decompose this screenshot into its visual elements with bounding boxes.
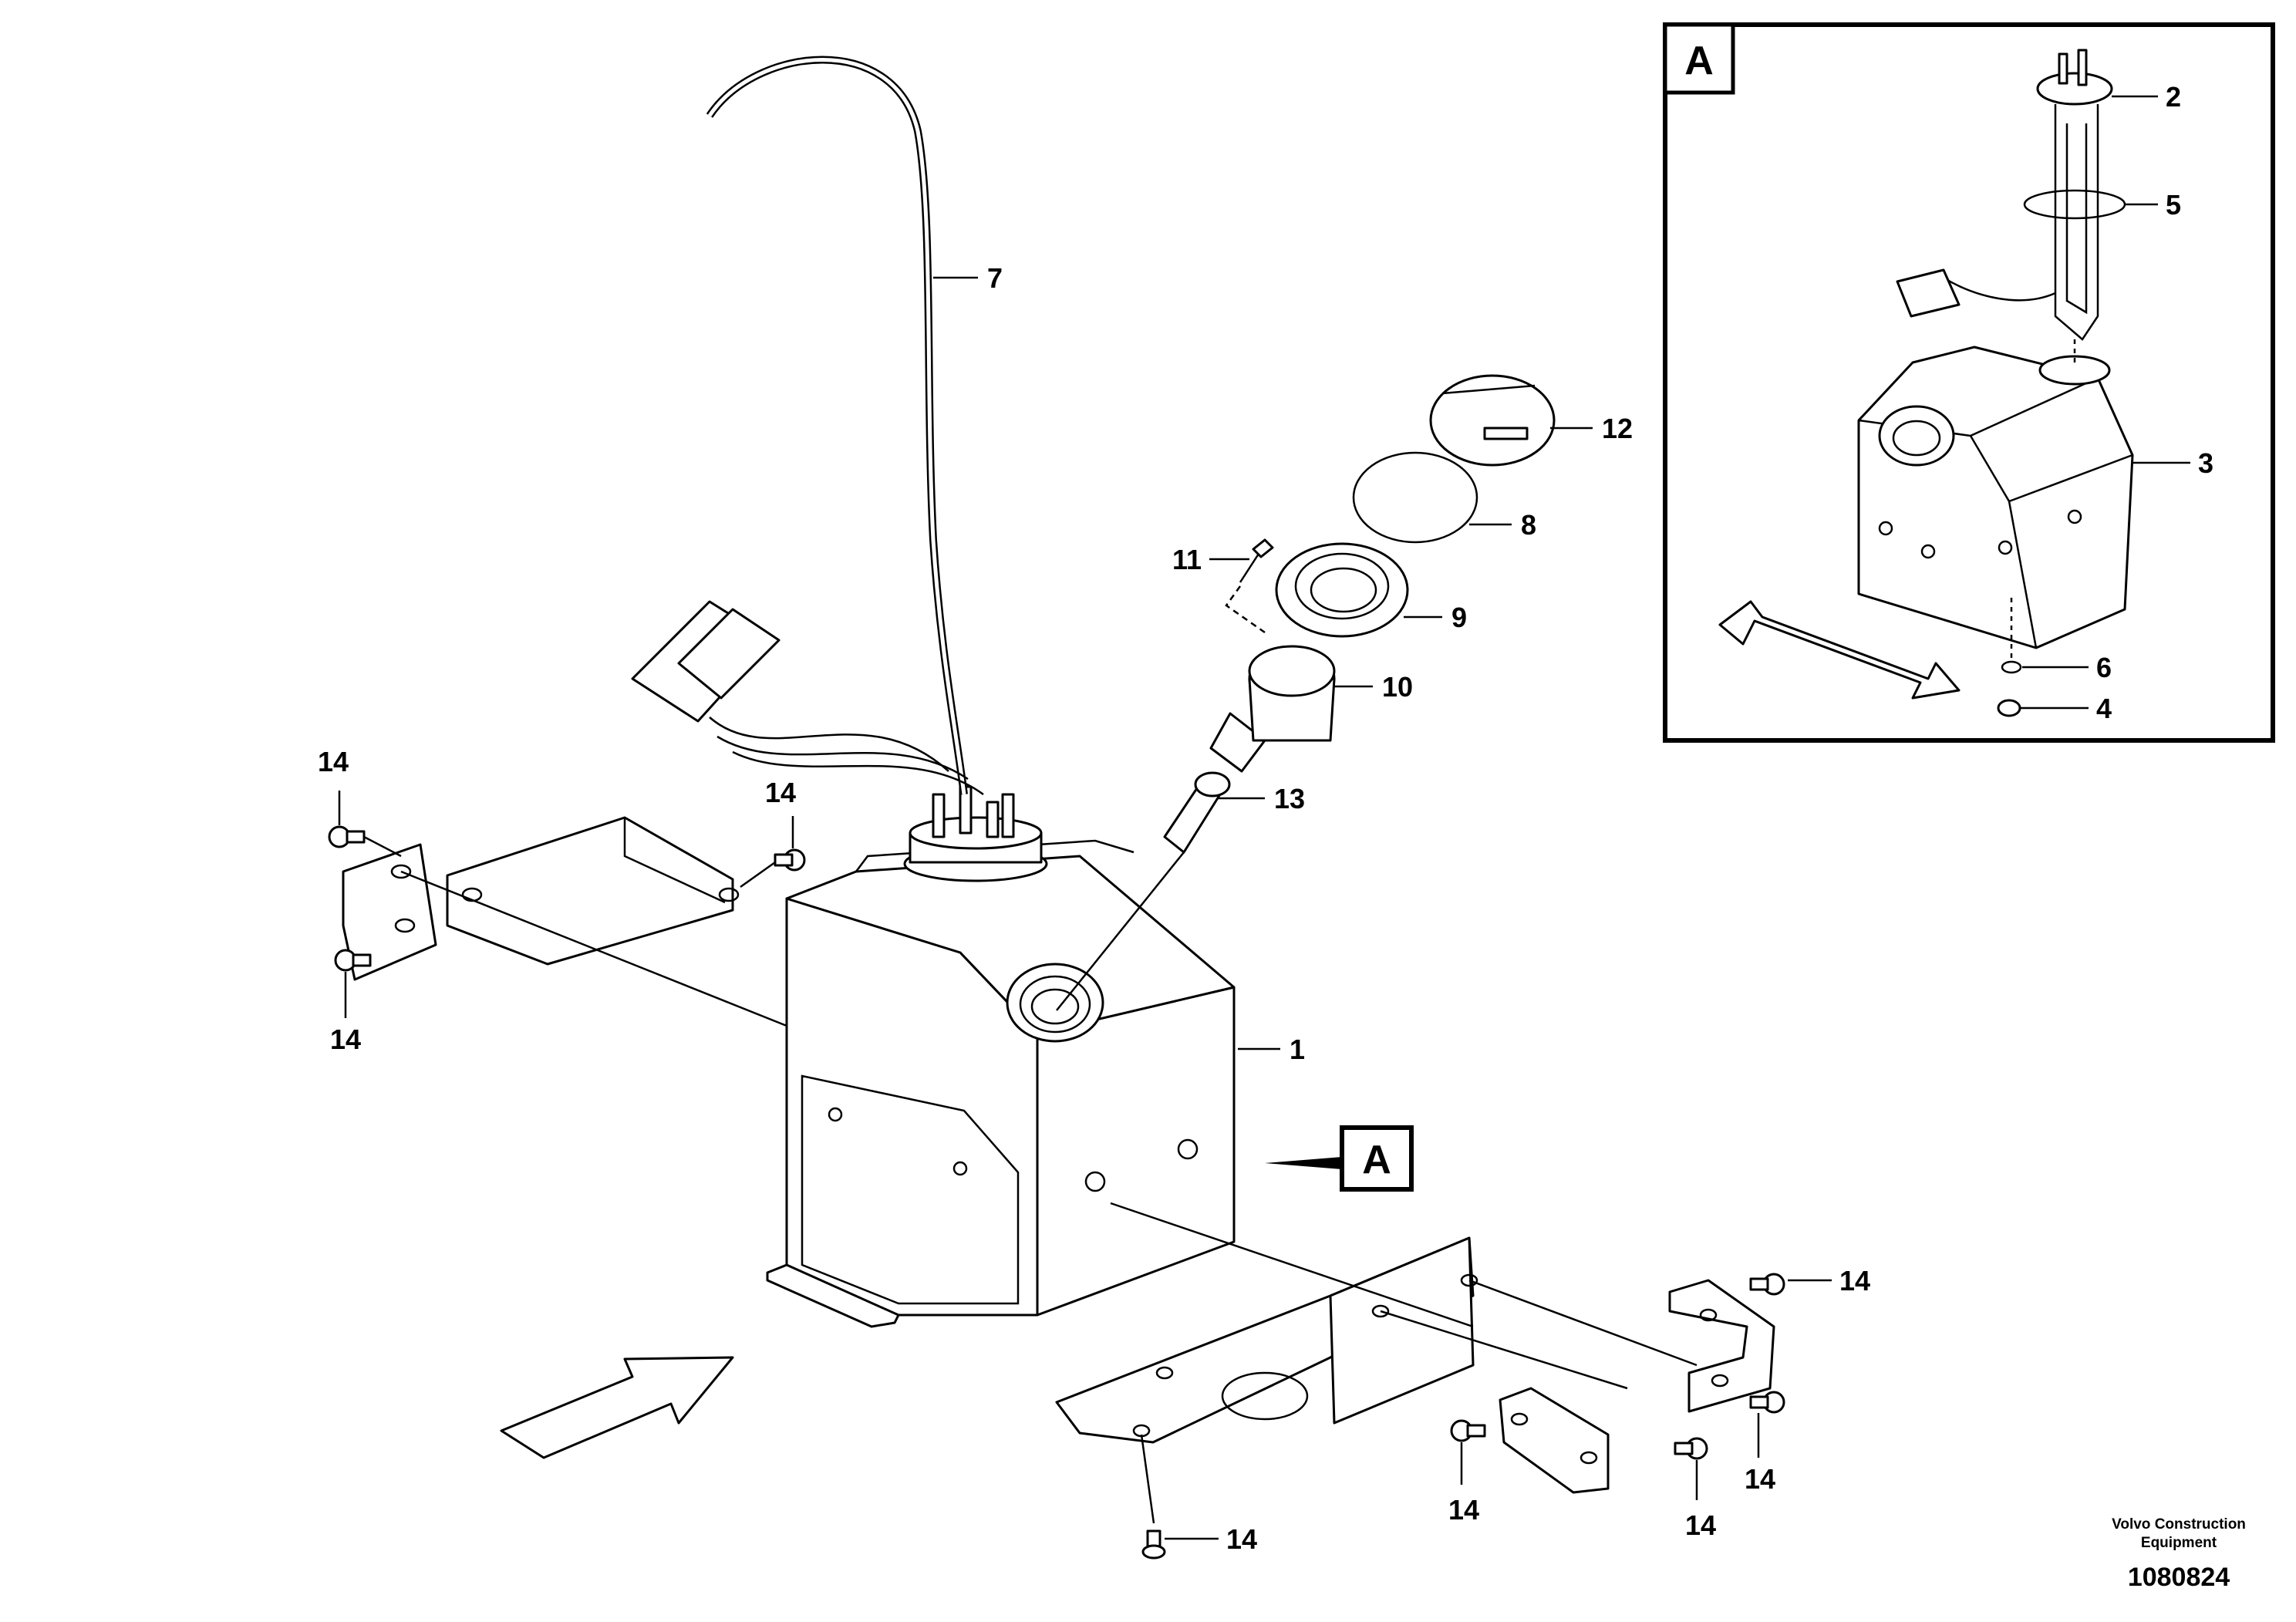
hose-inner	[707, 58, 966, 795]
screw	[1225, 538, 1274, 634]
callout-14b: 14	[330, 972, 361, 1055]
callout-14d: 14	[1788, 1265, 1870, 1297]
callout-2: 2	[2112, 81, 2181, 113]
callout-14c-text: 14	[765, 777, 796, 808]
callout-5: 5	[2125, 189, 2181, 221]
callout-8-text: 8	[1521, 509, 1536, 541]
company-line1: Volvo Construction	[2112, 1516, 2246, 1533]
filler-cap	[1429, 374, 1556, 467]
detail-view-label: A	[1684, 39, 1714, 83]
callout-12-text: 12	[1602, 413, 1633, 444]
filler-flange	[1275, 542, 1409, 638]
callout-1-text: 1	[1290, 1034, 1305, 1065]
wiring-connector	[631, 600, 984, 796]
tank	[766, 839, 1236, 1328]
callout-11-text: 11	[1172, 544, 1202, 575]
callout-13: 13	[1219, 783, 1305, 814]
callout-7-text: 7	[987, 262, 1003, 294]
callout-14c: 14	[765, 777, 796, 848]
callout-14a: 14	[318, 746, 349, 825]
right-bracket-lower	[1499, 1387, 1610, 1494]
callout-14f-text: 14	[1685, 1509, 1716, 1541]
right-bracket-upper	[1668, 1279, 1775, 1413]
level-sender	[903, 785, 1048, 882]
callout-4: 4	[2021, 693, 2112, 724]
bolt-right-top	[1749, 1273, 1785, 1296]
hose-clip	[1056, 771, 1231, 1011]
callout-14h-text: 14	[1226, 1523, 1257, 1555]
callout-2-text: 2	[2166, 81, 2181, 113]
hose	[706, 56, 968, 795]
callout-4-text: 4	[2096, 693, 2112, 724]
bolt-right-lower	[1674, 1437, 1708, 1460]
callout-10: 10	[1334, 671, 1413, 703]
callout-10-text: 10	[1382, 671, 1413, 703]
callout-14a-text: 14	[318, 746, 349, 777]
callout-13-text: 13	[1274, 783, 1305, 814]
callout-11: 11	[1172, 544, 1249, 575]
callout-6: 6	[2022, 652, 2112, 683]
bolt-mid-lower	[1450, 1419, 1486, 1442]
callout-9: 9	[1404, 602, 1467, 633]
callout-6-text: 6	[2096, 652, 2112, 683]
bolt-left-bottom	[334, 949, 372, 972]
bolt-bottom	[1140, 1434, 1166, 1560]
view-a-marker-label: A	[1362, 1138, 1391, 1182]
bolt-left-top	[328, 825, 402, 858]
callout-12: 12	[1550, 413, 1633, 444]
callout-14g-text: 14	[1448, 1494, 1479, 1526]
callout-14f: 14	[1685, 1460, 1716, 1541]
bolt-right-mid	[1749, 1391, 1785, 1414]
footer: Volvo Construction Equipment 1080824	[2112, 1516, 2246, 1592]
callout-9-text: 9	[1451, 602, 1467, 633]
callout-8: 8	[1469, 509, 1536, 541]
callout-14e-text: 14	[1745, 1463, 1775, 1495]
callout-7: 7	[933, 262, 1003, 294]
callout-14d-text: 14	[1839, 1265, 1870, 1297]
callout-1: 1	[1238, 1034, 1305, 1065]
detail-view-a: A	[1663, 22, 2275, 743]
bottom-bracket	[1055, 1202, 1698, 1444]
view-direction-arrow	[500, 1356, 734, 1459]
callout-14h: 14	[1165, 1523, 1257, 1555]
filler-strainer	[1209, 645, 1336, 773]
callout-3: 3	[2132, 447, 2213, 479]
drawing-number: 1080824	[2128, 1563, 2230, 1592]
bolt-left-right	[740, 848, 806, 889]
callout-14g: 14	[1448, 1442, 1479, 1526]
callout-14b-text: 14	[330, 1023, 361, 1055]
callout-5-text: 5	[2166, 189, 2181, 221]
company-line2: Equipment	[2141, 1535, 2217, 1551]
sealing-ring	[1352, 451, 1478, 544]
callout-14e: 14	[1745, 1413, 1775, 1495]
left-bracket	[342, 816, 787, 1027]
view-a-marker: A	[1265, 1125, 1414, 1192]
callout-3-text: 3	[2198, 447, 2213, 479]
